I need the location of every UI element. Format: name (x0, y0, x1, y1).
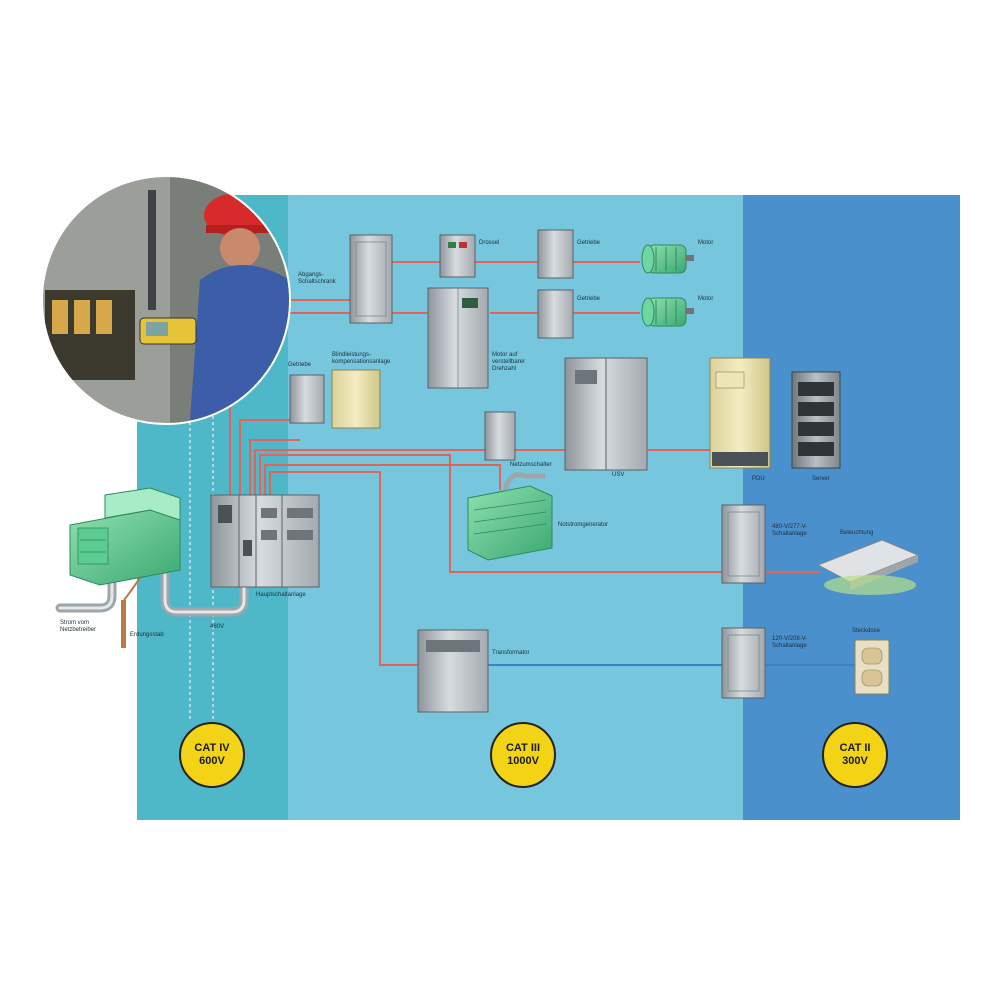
label-netzumschalter: Netzumschalter (510, 462, 552, 468)
motor-2 (641, 297, 694, 327)
label-motor-2: Motor (698, 296, 714, 302)
label-erdungsstab: Erdungsstab (130, 632, 164, 638)
panelboard-480v (721, 504, 766, 584)
power-factor-correction-unit (331, 369, 381, 429)
emergency-generator (467, 472, 553, 561)
dashed-measurement-lines (189, 410, 214, 720)
label-pdu: PDU (752, 476, 765, 482)
label-drossel: Drossel (479, 240, 500, 246)
label-getriebe-1: Getriebe (577, 240, 601, 246)
service-conduit (55, 560, 249, 617)
server-rack (791, 371, 841, 469)
panelboard-120v (721, 627, 766, 699)
wall-outlet (854, 639, 890, 695)
lighting-fixture (816, 539, 920, 595)
label-steckdose: Steckdose (852, 628, 881, 634)
label-beleuchtung: Beleuchtung (840, 530, 874, 536)
dry-type-transformer (417, 629, 489, 713)
motor-1 (641, 244, 694, 274)
label-niederspannung-schaltanlage: 480-V/277-V- Schaltanlage (772, 524, 808, 537)
gearbox-control-3 (289, 374, 325, 424)
cat-iii-badge: CAT III 1000V (490, 722, 556, 788)
label-schaltanlage-120v: 120-V/208-V- Schaltanlage (772, 636, 808, 649)
label-transformator: Transformator (492, 650, 530, 656)
cat-ii-badge: CAT II 300V (822, 722, 888, 788)
zone-cat2-background (743, 195, 960, 820)
cat-ii-voltage: 300V (842, 755, 868, 767)
cat-iv-label: CAT IV (194, 742, 230, 754)
variable-speed-drive (427, 287, 489, 389)
gearbox-control-1 (537, 229, 574, 279)
distribution-panel (349, 234, 393, 324)
label-hauptschaltanlage: Hauptschaltanlage (256, 592, 306, 598)
cat-iii-label: CAT III (505, 742, 540, 754)
cat-iii-voltage: 1000V (507, 755, 539, 767)
gearbox-control-2 (537, 289, 574, 339)
label-stromnetz: Strom vom Netzbetreiber (60, 620, 97, 633)
label-motor-drehzahl: Motor auf verstellbarer Drehzahl (492, 352, 526, 372)
label-480v: 480V (210, 624, 225, 630)
cat-ii-label: CAT II (839, 742, 871, 754)
reactor-box (439, 234, 476, 278)
label-getriebe-3: Getriebe (288, 362, 312, 368)
label-abgang-schaltschrank: Abgangs- Schaltschrank (298, 272, 336, 285)
pad-mount-transformer (69, 487, 181, 586)
cat-iv-badge: CAT IV 600V (179, 722, 245, 788)
label-notstromgenerator: Notstromgenerator (558, 522, 609, 528)
ups-cabinet (564, 357, 648, 471)
label-blindleistung: Blindleistungs- kompensationsanlage (332, 352, 391, 365)
label-usv: USV (612, 472, 625, 478)
label-motor-1: Motor (698, 240, 714, 246)
pdu-cabinet (709, 357, 771, 469)
main-switchgear (210, 494, 320, 588)
label-server: Server (812, 476, 830, 482)
technician-photo-frame (41, 175, 291, 425)
transfer-switch (484, 411, 516, 461)
cat-iv-voltage: 600V (199, 755, 225, 767)
label-getriebe-2: Getriebe (577, 296, 601, 302)
